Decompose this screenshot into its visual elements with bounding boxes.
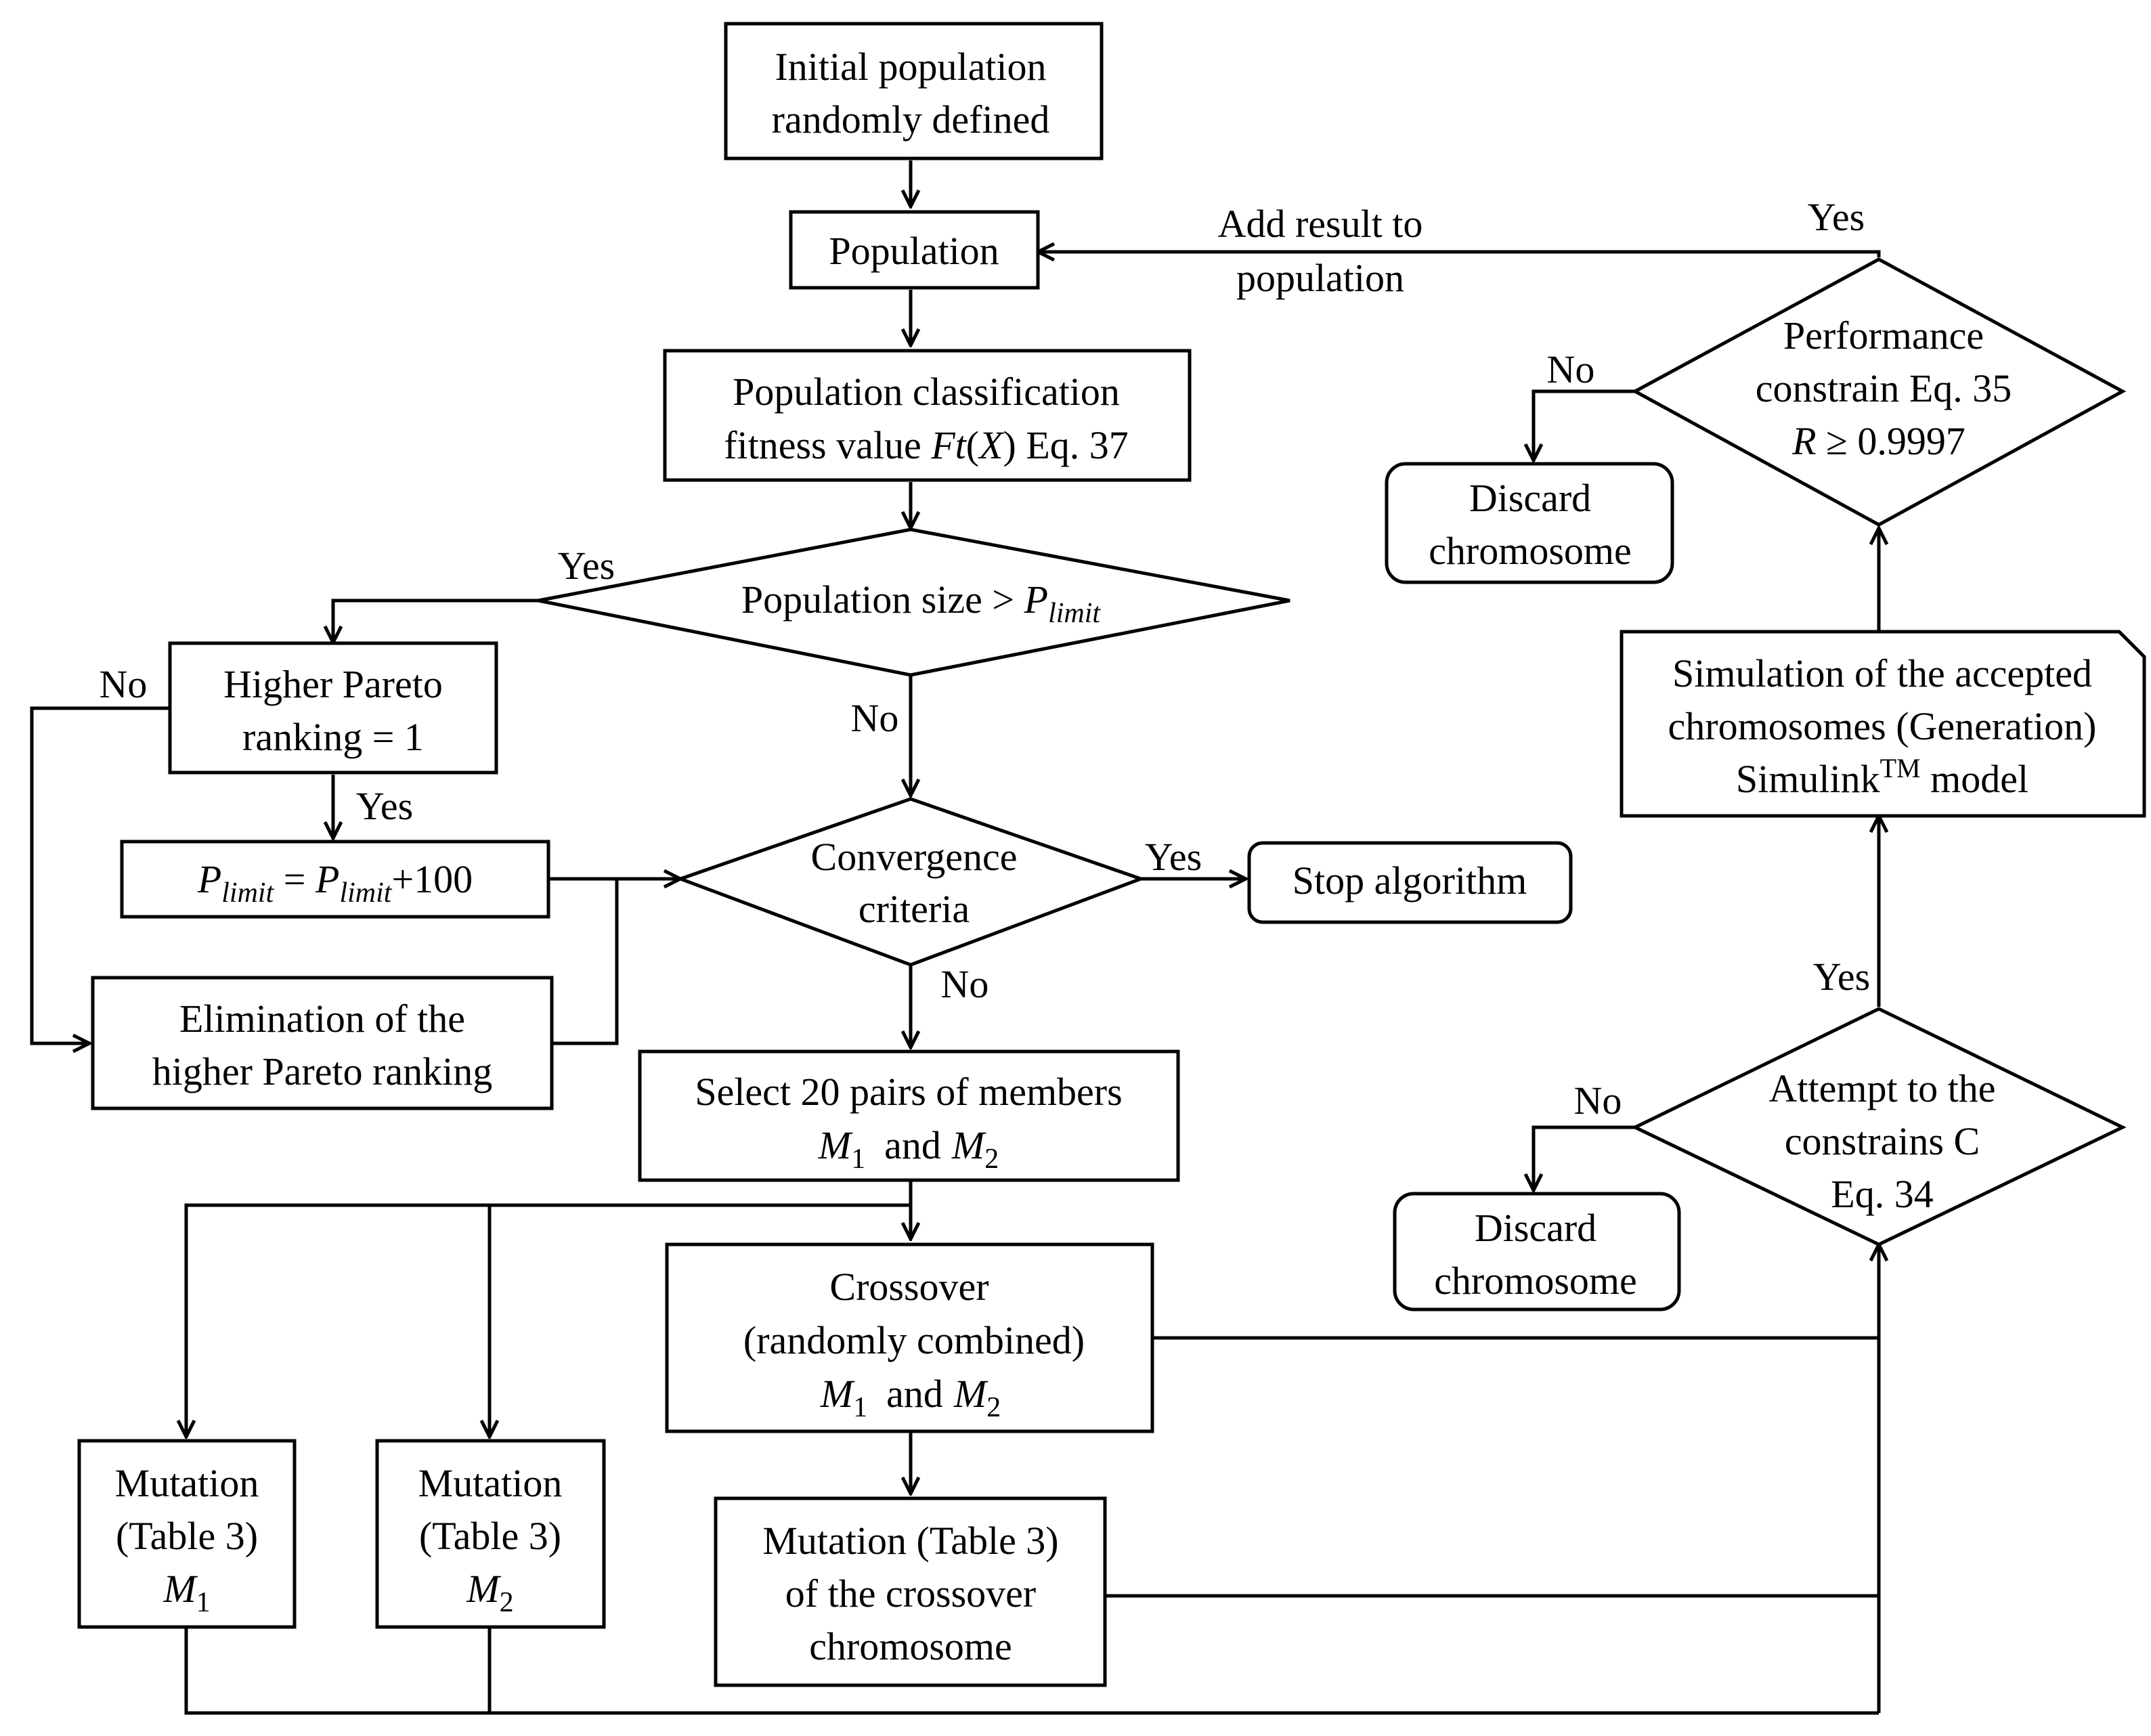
node-population-size-decision: Population size > Plimit — [538, 527, 1290, 677]
mut-cross-line-3: chromosome — [809, 1624, 1012, 1668]
higher-pareto-line-1: Higher Pareto — [223, 662, 443, 706]
mut-m2-line-2: (Table 3) — [419, 1514, 561, 1558]
mut-cross-line-1: Mutation (Table 3) — [762, 1519, 1058, 1563]
edge-attempt-no-to-discard — [1534, 1125, 1635, 1190]
discard-bottom-line-1: Discard — [1475, 1206, 1596, 1250]
node-plimit-update: Plimit = Plimit+100 — [120, 840, 550, 919]
elimination-line-1: Elimination of the — [179, 997, 465, 1041]
edge-elimination-to-convergence — [552, 879, 619, 1045]
stop-label: Stop algorithm — [1292, 859, 1527, 903]
edge-mutations-merge-bottom — [184, 1627, 1879, 1715]
edge-performance-yes-to-population — [1038, 252, 1881, 257]
crossover-line-1: Crossover — [829, 1265, 988, 1309]
edge-popsize-yes-to-pareto — [333, 599, 538, 643]
crossover-line-2: (randomly combined) — [743, 1318, 1085, 1362]
performance-line-2: constrain Eq. 35 — [1756, 366, 2012, 410]
label-pareto-yes: Yes — [356, 784, 413, 828]
convergence-line-2: criteria — [859, 887, 970, 931]
performance-line-3: R ≥ 0.9997 — [1791, 419, 1965, 463]
node-discard-top: Discard chromosome — [1385, 462, 1674, 584]
label-performance-yes: Yes — [1808, 195, 1865, 239]
attempt-line-1: Attempt to the — [1768, 1066, 1995, 1110]
plimit-equation: Plimit = Plimit+100 — [197, 857, 473, 909]
node-elimination: Elimination of the higher Pareto ranking — [91, 976, 554, 1110]
edge-pareto-no-to-elimination — [30, 706, 170, 1043]
node-initial-population: Initial population randomly defined — [724, 22, 1104, 160]
mut-m2-line-3: M2 — [466, 1567, 513, 1618]
mut-m1-line-2: (Table 3) — [116, 1514, 258, 1558]
node-mutation-m1: Mutation (Table 3) M1 — [77, 1439, 297, 1629]
attempt-line-3: Eq. 34 — [1831, 1172, 1933, 1216]
simulation-line-1: Simulation of the accepted — [1672, 651, 2092, 695]
pop-size-condition: Population size > Plimit — [741, 578, 1102, 629]
attempt-line-2: constrains C — [1785, 1119, 1980, 1163]
edge-performance-no-to-discard — [1534, 389, 1635, 460]
label-add-result-1: Add result to — [1218, 202, 1423, 246]
node-mutation-m2: Mutation (Table 3) M2 — [375, 1439, 606, 1629]
node-attempt-constrains-decision: Attempt to the constrains C Eq. 34 — [1631, 1007, 2127, 1246]
node-population: Population — [789, 210, 1040, 290]
node-performance-decision: Performance constrain Eq. 35 R ≥ 0.9997 — [1631, 257, 2127, 527]
mut-cross-line-2: of the crossover — [785, 1571, 1036, 1615]
simulation-line-2: chromosomes (Generation) — [1668, 704, 2097, 748]
label-attempt-no: No — [1574, 1079, 1622, 1123]
edge-select-to-mutation-m1 — [186, 1203, 911, 1437]
label-attempt-yes: Yes — [1813, 955, 1870, 999]
node-discard-bottom: Discard chromosome — [1393, 1192, 1681, 1311]
node-higher-pareto: Higher Pareto ranking = 1 — [168, 641, 498, 775]
node-simulation: Simulation of the accepted chromosomes (… — [1620, 630, 2146, 818]
label-pareto-no: No — [100, 662, 148, 706]
edge-labels: Add result to population Yes No Yes No N… — [100, 195, 1871, 1123]
mut-m2-line-1: Mutation — [418, 1461, 563, 1505]
label-popsize-yes: Yes — [558, 544, 615, 588]
classification-line-2: fitness value Ft(X) Eq. 37 — [724, 423, 1129, 467]
convergence-line-1: Convergence — [811, 835, 1018, 879]
discard-top-line-2: chromosome — [1429, 529, 1632, 573]
label-convergence-no: No — [941, 962, 989, 1006]
label-performance-no: No — [1547, 347, 1595, 391]
select-line-1: Select 20 pairs of members — [695, 1070, 1122, 1114]
initial-line-2: randomly defined — [772, 97, 1050, 142]
label-add-result-2: population — [1236, 256, 1404, 300]
initial-line-1: Initial population — [775, 45, 1046, 89]
elimination-line-2: higher Pareto ranking — [152, 1049, 493, 1093]
label-popsize-no: No — [851, 696, 899, 740]
mut-m1-line-1: Mutation — [115, 1461, 259, 1505]
simulation-line-3: SimulinkTM model — [1736, 753, 2028, 801]
label-convergence-yes: Yes — [1145, 835, 1202, 879]
node-population-classification: Population classification fitness value … — [663, 349, 1192, 482]
performance-line-1: Performance — [1783, 313, 1984, 357]
connectors — [30, 160, 1881, 1715]
discard-top-line-1: Discard — [1469, 476, 1591, 520]
higher-pareto-line-2: ranking = 1 — [242, 715, 424, 759]
discard-bottom-line-2: chromosome — [1434, 1259, 1637, 1303]
node-convergence-decision: Convergence criteria — [675, 797, 1146, 967]
node-mutation-crossover: Mutation (Table 3) of the crossover chro… — [714, 1496, 1107, 1687]
population-label: Population — [829, 229, 999, 273]
classification-line-1: Population classification — [733, 370, 1120, 414]
mut-m1-line-3: M1 — [162, 1567, 210, 1618]
node-stop-algorithm: Stop algorithm — [1247, 841, 1573, 924]
